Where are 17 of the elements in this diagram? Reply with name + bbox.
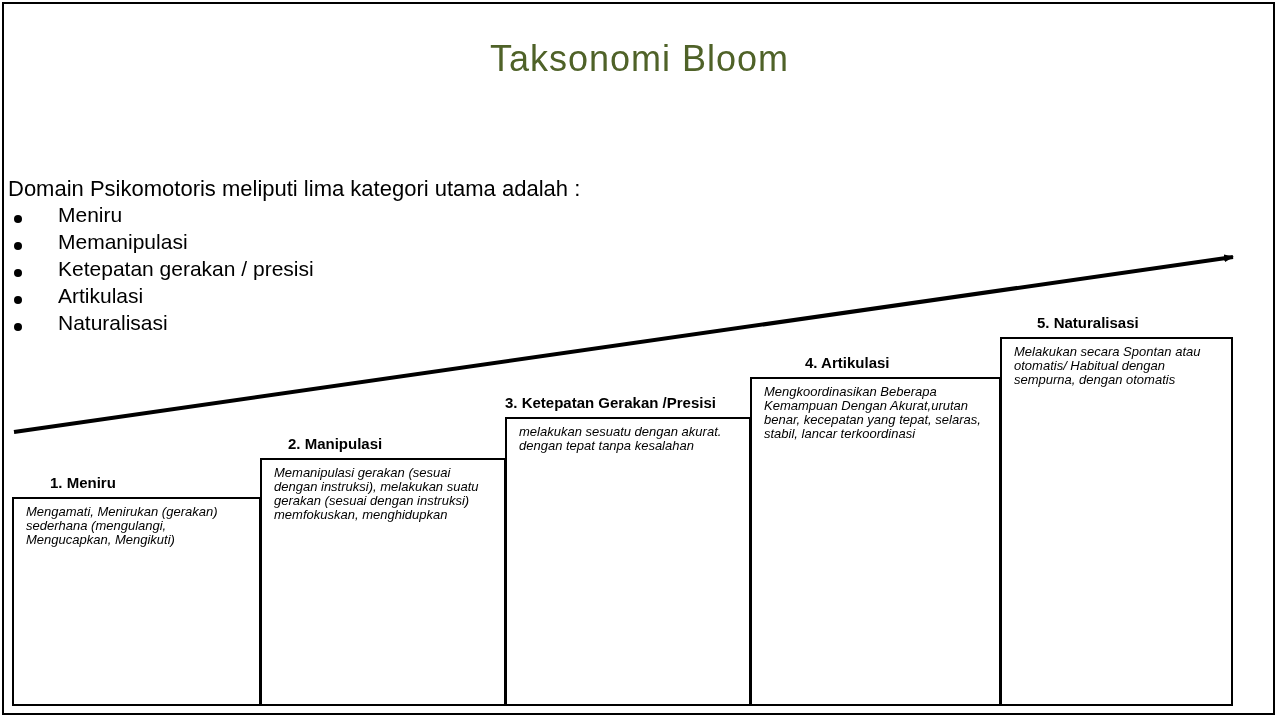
step-box: Mengkoordinasikan Beberapa Kemampuan Dengan Akurat,urutan benar, kecepatan yang tepat, selaras, stabil, lancar terkoordinasi: [750, 377, 1001, 706]
step-box: melakukan sesuatu dengan akurat. dengan tepat tanpa kesalahan: [505, 417, 751, 706]
step-heading: 1. Meniru: [50, 474, 116, 491]
list-item: Artikulasi: [58, 284, 144, 308]
list-item: Meniru: [58, 203, 123, 227]
title: Taksonomi Bloom: [488, 38, 791, 80]
list-item: Naturalisasi: [58, 311, 168, 335]
list-item: Ketepatan gerakan / presisi: [58, 257, 314, 281]
step-heading: 2. Manipulasi: [288, 435, 383, 452]
step-heading: 5. Naturalisasi: [1037, 314, 1139, 331]
list-item: Memanipulasi: [58, 230, 188, 254]
step-box: Mengamati, Menirukan (gerakan) sederhana (mengulangi, Mengucapkan, Mengikuti): [12, 497, 261, 706]
intro-sentence: Domain Psikomotoris meliputi lima kategori utama adalah :: [8, 176, 581, 202]
step-heading: 4. Artikulasi: [805, 354, 890, 371]
step-heading: 3. Ketepatan Gerakan /Presisi: [505, 394, 716, 411]
step-box: Melakukan secara Spontan atau otomatis/ Habitual dengan sempurna, dengan otomatis: [1000, 337, 1233, 706]
step-box: Memanipulasi gerakan (sesuai dengan instruksi), melakukan suatu gerakan (sesuai dengan instruksi) memfokuskan, menghidupkan: [260, 458, 506, 706]
